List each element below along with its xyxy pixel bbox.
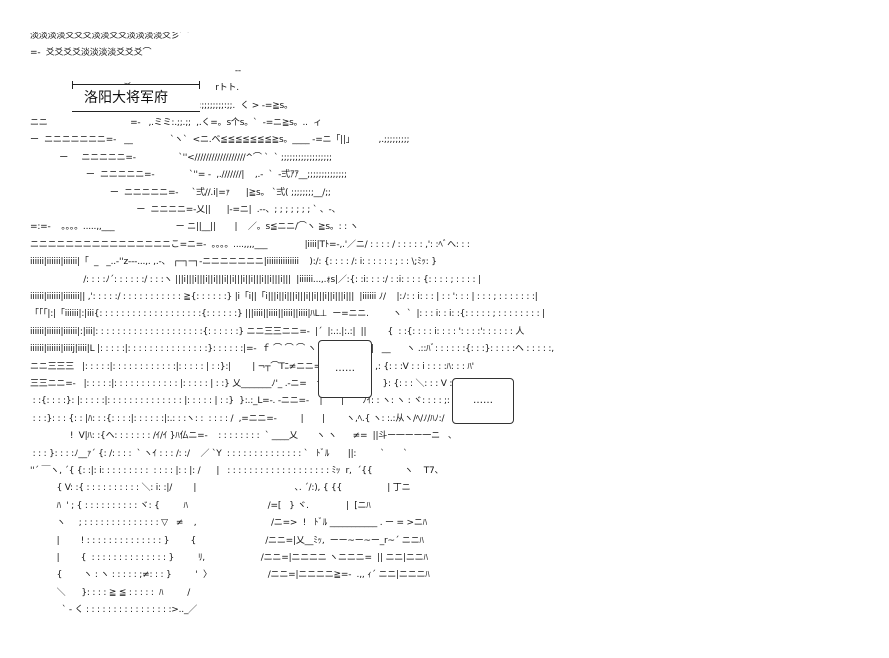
speech-bubble-right: …… [452, 378, 514, 424]
ascii-art-line: iiiiii|iiiiii|iiiiiii|| ,': : : : :/ : :… [30, 292, 538, 302]
ascii-art-line: ﾊ ' ; { : : : : : : : : : : ヾ: { ﾊ /=[ }… [30, 500, 371, 511]
ascii-art-line: iiiiii|iiiiii|iiiij|iiii|L |: : : : :|: … [30, 344, 554, 355]
ascii-art-line: ー ニニニニ=-乂|| |-=ニ| .--、; ; ; ; ; ; ; ` 、-… [30, 205, 341, 215]
ascii-art-line: | ! : : : : : : : : : : : : : : } { /ニニ=… [30, 535, 424, 546]
ascii-art-line: ニニ =- ,.ミミ:.;;.;; ,.く=。s个s。` -=ニ≧s。.. ィ [30, 118, 322, 128]
ascii-art-line: ＼ }: : : : ≧ ≦ : : : : : ﾊ / [30, 587, 191, 598]
speech-bubble-right-text: …… [473, 395, 493, 406]
ascii-art-line: ! V|ﾊ: :{ヘ: : : : : : : /ｲ/ｲ }ﾊ仏ニ=- : : … [30, 431, 457, 442]
ascii-art-line: ` - く : : : : : : : : : : : : : : : :>..… [30, 605, 198, 616]
ascii-art-line: =- 爻爻爻爻淡淡淡淡爻爻爻⌒ [30, 48, 152, 59]
ascii-art-line: ''´ ￣ヽ, ´{ {: :|: i: : : : : : : : : : :… [30, 466, 444, 476]
ascii-art-line: : : : }: : : :ﾉ__ｧ´ {: /: : : : ` ヽｲ : :… [30, 448, 408, 459]
ascii-art-line: 「「「|:|「iiiiii|:|iii{: : : : : : : : : : … [30, 309, 545, 320]
ascii-art-line: /: : : :ﾉ´: : : : : :/ : : :ヽ |||i|||i||… [30, 274, 481, 285]
ascii-art-line: | { : : : : : : : : : : : : : : } ﾘ, /ニニ… [30, 553, 428, 563]
speech-bubble-left-text: …… [335, 363, 355, 374]
ascii-art-line: ー ニニニニニニニ=- __ `ヽ` <ニ.ベ≦≦≦≦≦≦≦≧s。____ -=… [30, 135, 410, 146]
ascii-art-line: ニニ三三三 |: : : : :|: : : : : : : : : : : :… [30, 361, 474, 372]
ascii-art-line: 三三ニニ=- |: : : : :|: : : : : : : : : : : … [30, 379, 510, 389]
ascii-art-line: iiiiii|iiiiii|iiiiii|「 _ _..-''z---...,.… [30, 257, 437, 268]
ascii-art-line: =:=- 。。。。.....,,___ ー ニ||__|| | ／。s≦ニニ/⌒… [30, 222, 359, 233]
title-text: 洛阳大将军府 [84, 90, 168, 106]
ascii-art-line: : :{: : : :}: |: : : : :|: : : : : : : :… [30, 396, 486, 407]
ascii-art-block: 淡淡淡淡爻爻爻淡淡爻爻淡淡淡淡爻彡⌒=- 爻爻爻爻淡淡淡淡爻爻爻⌒ -- 爻 ,… [30, 32, 850, 642]
ascii-art-line: : : :}: : : {: : |ﾊ: : :{: : : :|: : : :… [30, 413, 445, 424]
ascii-art-line: 淡淡淡淡爻爻爻淡淡爻爻淡淡淡淡爻彡⌒ [30, 32, 189, 41]
speech-bubble-left: …… [318, 340, 372, 398]
title-plaque: 洛阳大将军府 [72, 81, 200, 112]
ascii-art-line: { ヽ : ヽ : : : : : ;≠: : : } ' 〉 /ニニ=|ニニニ… [30, 570, 430, 581]
ascii-art-line: ヽ ; : : : : : : : : : : : : : : ▽ ≠ , /ニ… [30, 518, 428, 529]
ascii-art-line: iiiiii|iiiiii|iiiiii|:|iii|: : : : : : :… [30, 326, 525, 337]
ascii-art-line: ー ニニニニニ=- `''= - ,.///////| ,.- ` -弍ｱｱ__… [30, 170, 347, 181]
ascii-art-line: ー ニニニニニ=- `弍//.i|=ｧ |≧s。 `弍( ;;;;;;;;__/… [30, 187, 331, 198]
ascii-art-line: -- [30, 65, 241, 76]
ascii-art-line: { V: :{ : : : : : : : : : : ＼: i: :|/ | … [30, 483, 411, 494]
ascii-art-line: ー ニニニニニ=- `''<//////////////////^⌒ ` ` ;… [30, 152, 332, 163]
ascii-art-line: ニニニニニニニニニニニニニニニニこ=ニ=- 。。。。....,,,,___ |i… [30, 239, 470, 250]
